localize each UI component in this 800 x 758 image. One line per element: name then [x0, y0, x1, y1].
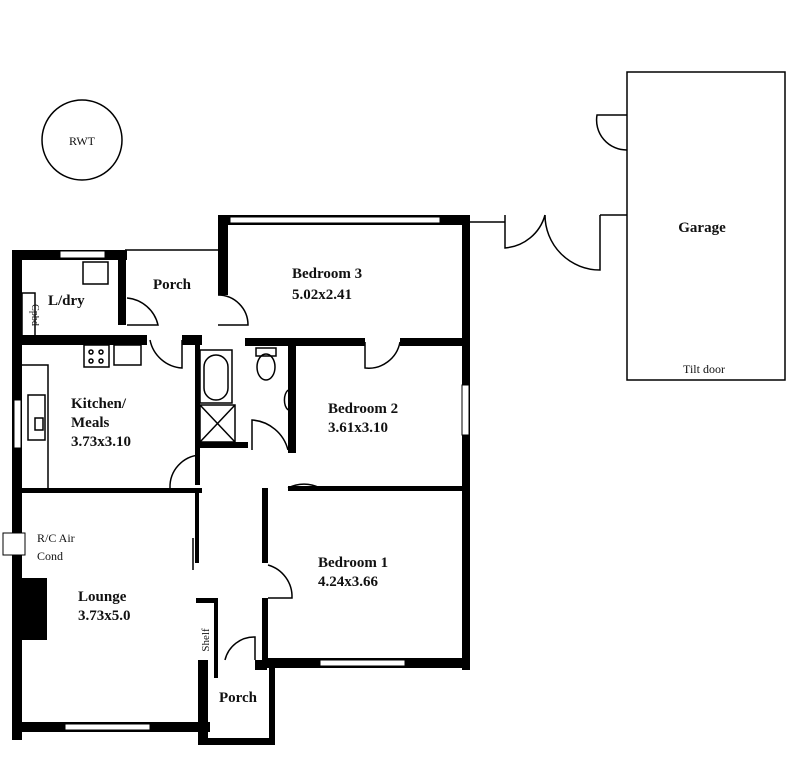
- garage: Garage Tilt door: [595, 71, 786, 381]
- shelf-label: Shelf: [200, 628, 212, 652]
- aircon-label-line1: R/C Air: [37, 531, 75, 545]
- lounge-size: 3.73x5.0: [78, 608, 131, 624]
- bedroom3-label: Bedroom 3: [292, 266, 362, 282]
- bedroom3-size: 5.02x2.41: [292, 287, 352, 303]
- cupboard-label: Cpbd: [29, 304, 40, 326]
- walls: [2, 215, 470, 745]
- rwt-label: RWT: [69, 134, 96, 148]
- room-labels: L/dry Cpbd Porch Bedroom 3 5.02x2.41 Kit…: [29, 266, 398, 706]
- gate: [470, 214, 627, 271]
- rainwater-tank: RWT: [41, 99, 123, 181]
- porch-bottom-label: Porch: [219, 690, 258, 706]
- tilt-door-label: Tilt door: [683, 362, 725, 376]
- aircon-label-line2: Cond: [37, 549, 63, 563]
- bedroom2-size: 3.61x3.10: [328, 420, 388, 436]
- kitchen-size: 3.73x3.10: [71, 434, 131, 450]
- kitchen-label-line2: Meals: [71, 415, 109, 431]
- garage-label: Garage: [678, 220, 726, 236]
- fixtures: [21, 261, 401, 661]
- laundry-label: L/dry: [48, 293, 85, 309]
- bedroom1-size: 4.24x3.66: [318, 574, 379, 590]
- porch-top-label: Porch: [153, 277, 192, 293]
- lounge-label: Lounge: [78, 589, 127, 605]
- kitchen-label-line1: Kitchen/: [71, 396, 127, 412]
- bedroom2-label: Bedroom 2: [328, 401, 398, 417]
- bedroom1-label: Bedroom 1: [318, 555, 388, 571]
